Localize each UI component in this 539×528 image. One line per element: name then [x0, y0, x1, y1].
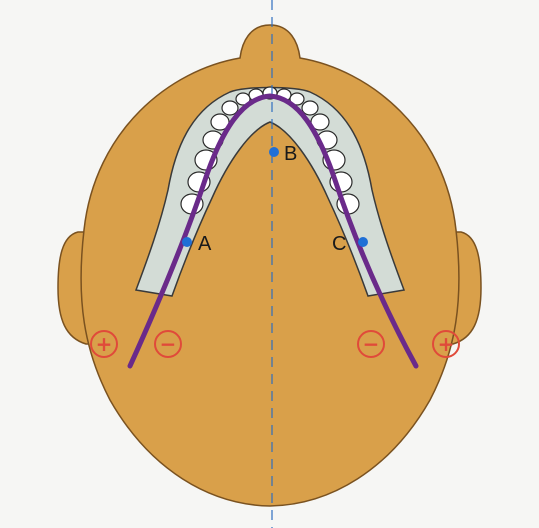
- svg-text:+: +: [96, 332, 113, 356]
- point-a-label: A: [198, 233, 212, 255]
- svg-text:−: −: [363, 332, 380, 356]
- svg-text:+: +: [438, 332, 455, 356]
- point-a-marker: [182, 237, 192, 247]
- point-c-label: C: [332, 233, 346, 255]
- svg-text:−: −: [160, 332, 177, 356]
- point-b-marker: [269, 147, 279, 157]
- point-b-label: B: [284, 143, 297, 165]
- point-c-marker: [358, 237, 368, 247]
